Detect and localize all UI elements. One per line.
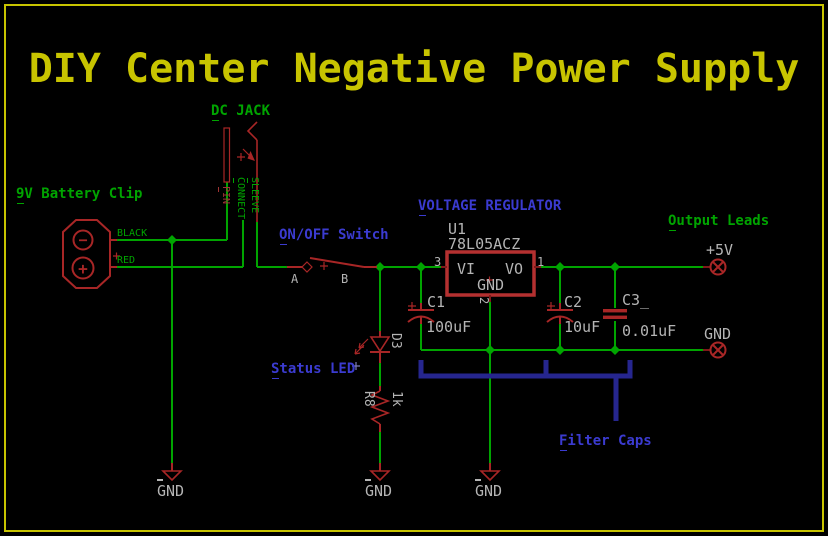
regulator-symbol [441,250,541,302]
junction-dot [610,345,620,355]
battery-clip-symbol: − + [62,219,120,289]
battery-clip-label: 9V Battery Clip [16,186,143,204]
resistor-value: 1k [389,391,404,407]
filter-caps-label: Filter Caps [559,433,652,451]
switch-origin-cross [320,262,328,270]
capacitor-c1-symbol [407,302,435,324]
onoff-switch-label: ON/OFF Switch [279,227,389,245]
c3-plate-top [603,309,627,313]
gnd-label: GND [365,479,393,500]
junction-dot [416,262,426,272]
output-pads [703,258,727,359]
led-emission-arrow [354,344,365,355]
resistor-zigzag [369,390,391,425]
status-led-label: Status LED [271,361,356,379]
junction-dot [610,262,620,272]
regulator-pin-vo: VO [505,260,524,278]
cap-c3-value: 0.01uF [622,322,677,340]
cap-c1-name: C1 [427,293,446,311]
cap-c3-name: C3_ [622,291,650,309]
black-wire-label: BLACK [117,228,148,241]
led-designator: D3 [388,333,403,349]
cap-c2-value: 10uF [564,318,601,336]
regulator-pin-number-1: 1 [537,255,545,269]
led-origin-cross [352,362,360,370]
cap-c2-name: C2 [564,293,583,311]
minus-sign: − [78,231,87,249]
power-switch-symbol [287,257,377,273]
filter-caps-bracket [418,360,633,421]
c1-plus-mark [408,302,416,310]
dc-jack-label: DC JACK [211,103,271,121]
resistor-designator: R8 [361,391,376,407]
jack-sleeve-name: SLEEVE [249,177,260,214]
gnd-triangle-icon [161,470,183,482]
junction-dot [375,262,385,272]
gnd-triangle-icon [479,470,501,482]
regulator-pin-number-3: 3 [434,255,442,269]
led-triangle [369,336,391,353]
regulator-pin-number-2: 2 [477,297,491,305]
pad-cross-gnd [712,344,724,356]
switch-terminal-a: A [291,272,299,286]
battery-outline [62,219,111,289]
jack-pin-name: PIN [220,186,231,205]
regulator-pin-gnd: GND [477,276,505,294]
regulator-designator: U1 [448,220,467,238]
page-title: DIY Center Negative Power Supply [28,46,800,92]
output-5v-label: +5V [706,241,734,259]
battery-origin-cross [113,252,120,260]
junction-dot [167,235,177,245]
output-gnd-label: GND [704,325,732,343]
cap-c1-value: 100uF [426,318,472,336]
junction-dots [167,235,620,355]
capacitor-c2-symbol [546,302,574,324]
jack-origin-cross [237,153,245,161]
junction-dot [555,262,565,272]
c3-plate-bottom [603,315,627,319]
capacitor-c3-symbol [603,309,627,319]
output-pad-5v-icon [709,258,727,276]
voltage-regulator-label: VOLTAGE REGULATOR [418,198,562,216]
resistor-symbol [369,386,391,432]
junction-dot [555,345,565,355]
switch-lever [309,257,365,268]
output-leads-label: Output Leads [668,213,770,231]
plus-sign: + [78,259,88,278]
jack-connect-name: CONNECT [235,177,246,220]
regulator-pin-vi: VI [457,260,476,278]
led-emission-arrow [358,338,369,349]
gnd-label: GND [475,479,503,500]
jack-pin-contact [223,127,231,183]
c1-plate-bottom [407,315,435,323]
switch-terminal-b: B [341,272,349,286]
led-symbol [354,331,391,363]
gnd-label: GND [157,479,185,500]
jack-arrow-head [247,151,255,161]
pad-cross-5v [712,261,724,273]
c2-plate-bottom [546,315,574,323]
regulator-part-number: 78L05ACZ [448,235,521,253]
minus-terminal-icon [72,229,94,251]
plus-terminal-icon [71,256,95,280]
c2-plus-mark [547,302,555,310]
gnd-triangle-icon [369,470,391,482]
regulator-origin-cross [486,276,493,284]
ground-symbols [161,463,501,482]
junction-dot [485,345,495,355]
output-pad-gnd-icon [709,341,727,359]
jack-sleeve-chevron [246,121,258,141]
switch-contact-a [301,261,313,273]
red-wire-label: RED [117,255,136,268]
